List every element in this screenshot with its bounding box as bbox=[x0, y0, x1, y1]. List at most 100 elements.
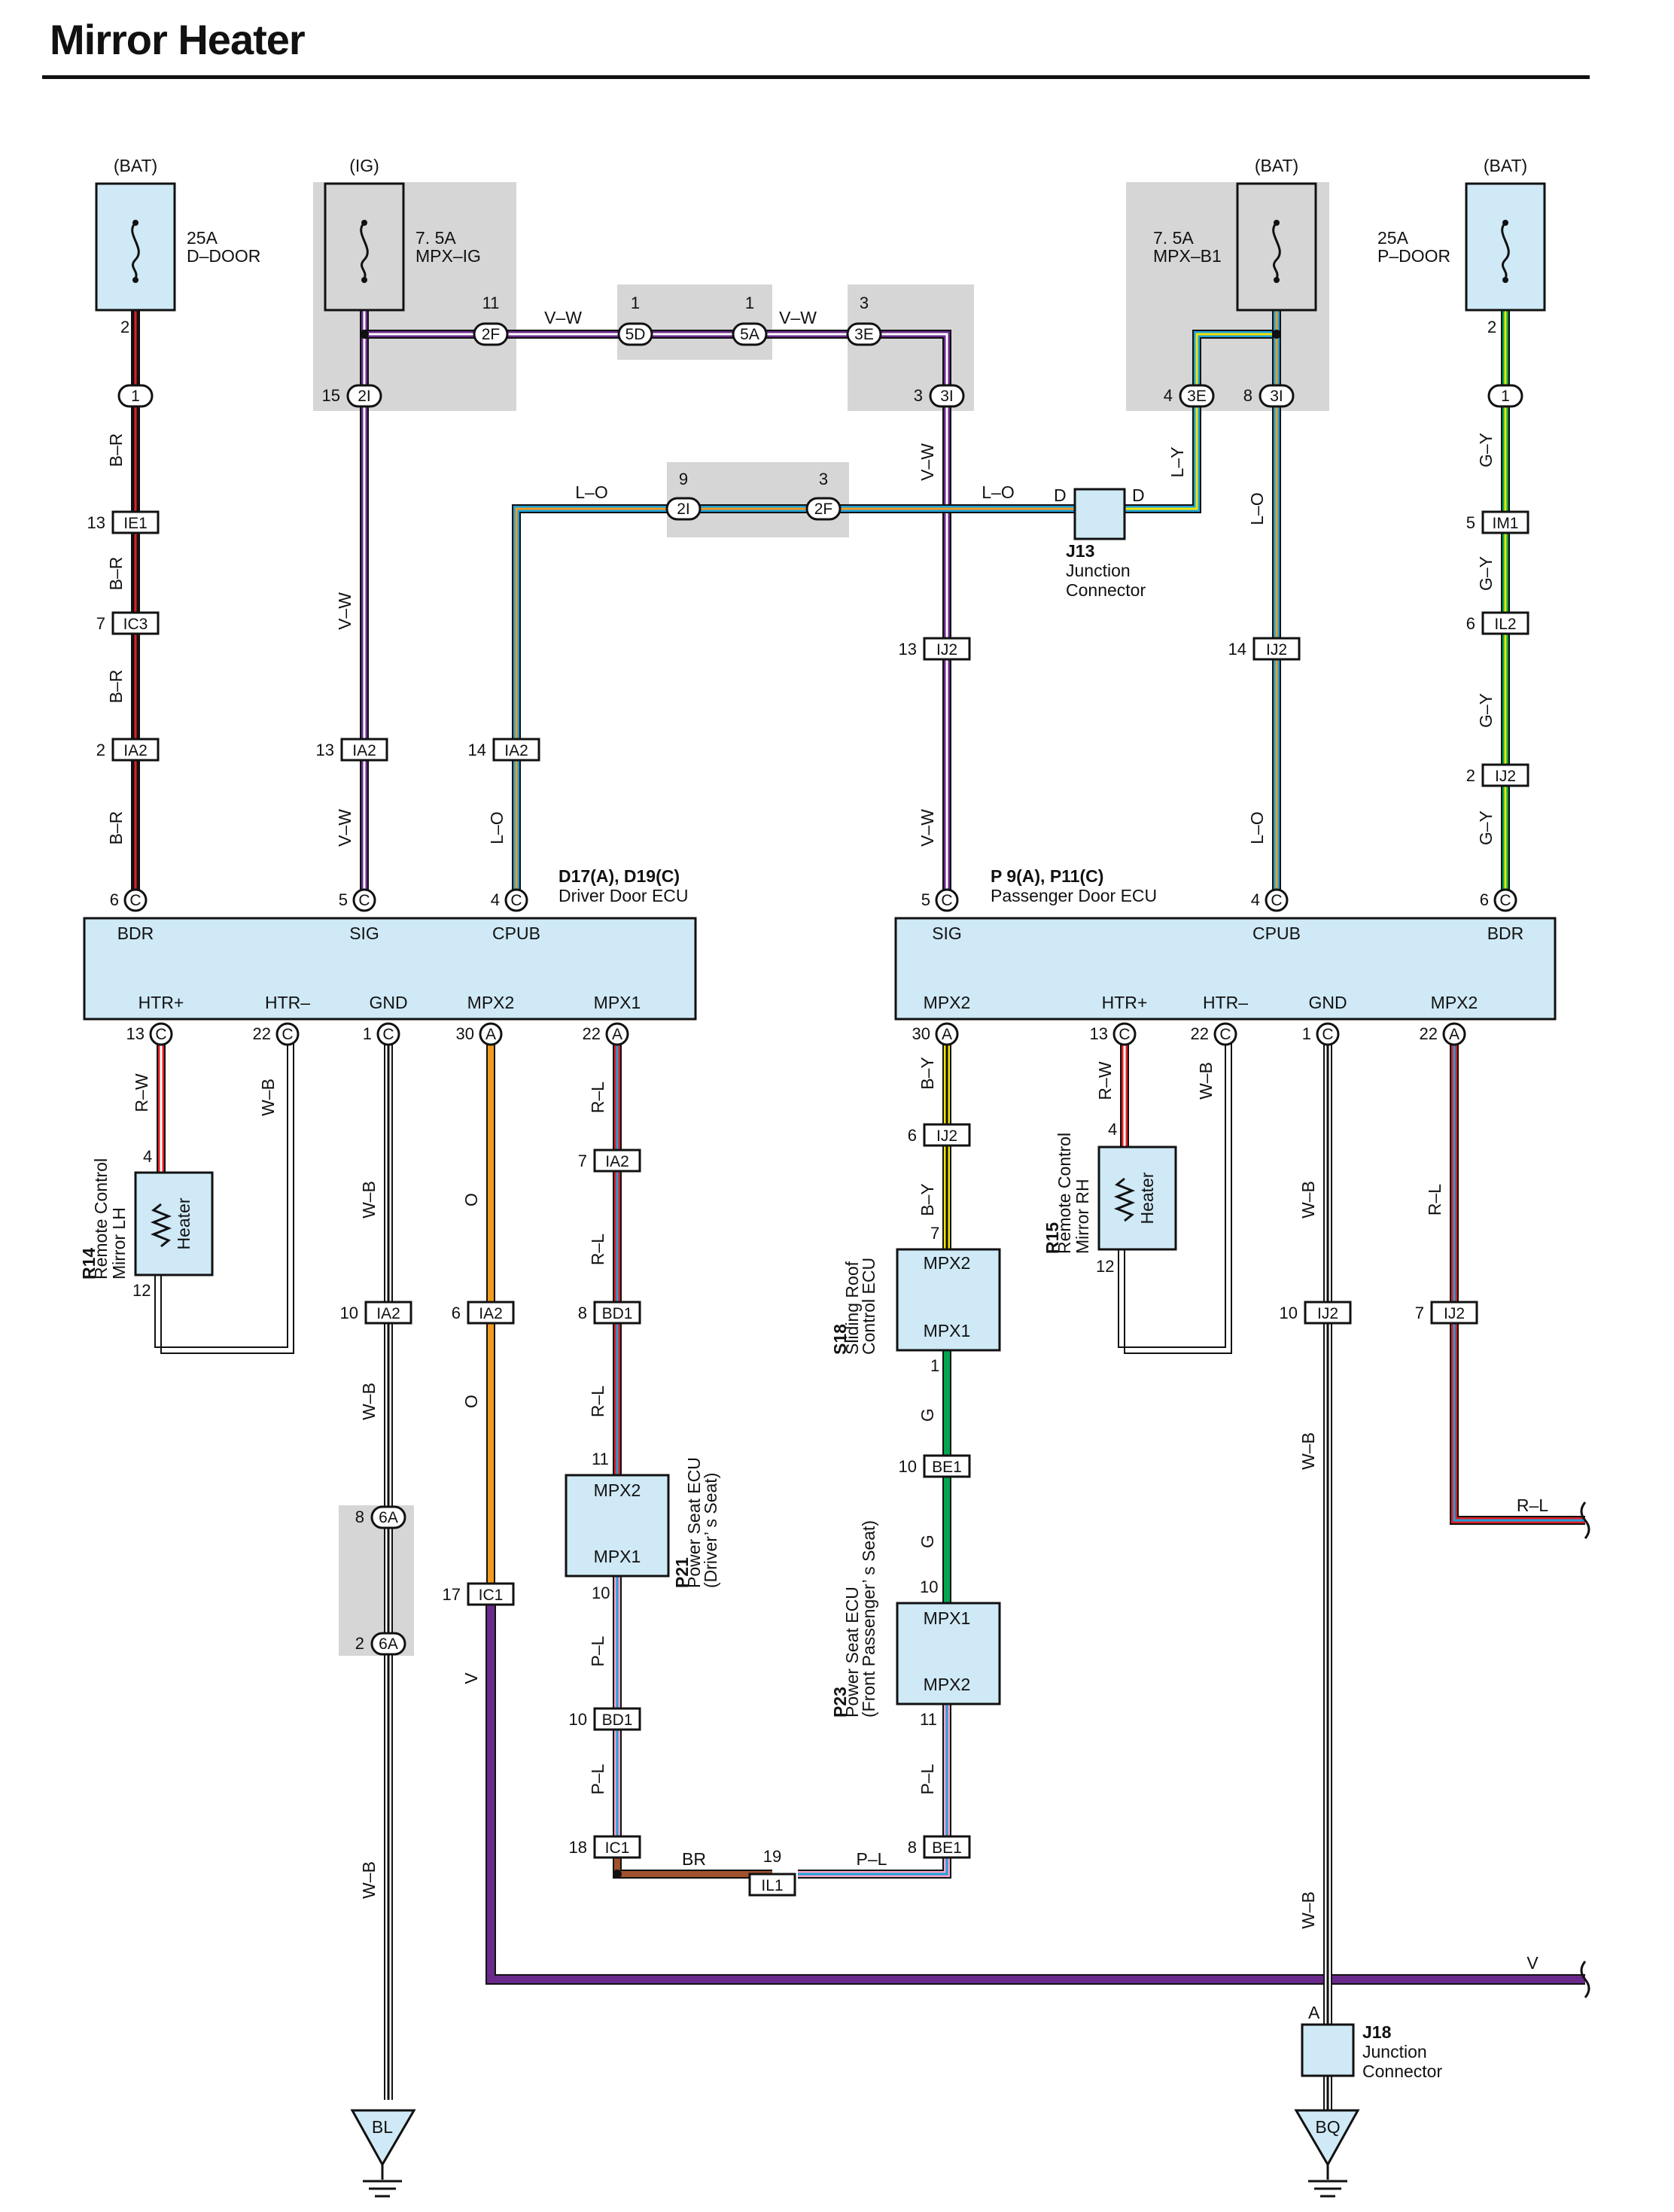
lbl-ly: L–Y bbox=[1167, 447, 1187, 478]
svg-text:D17(A), D19(C): D17(A), D19(C) bbox=[559, 866, 680, 886]
svg-text:30: 30 bbox=[456, 1024, 474, 1043]
lbl-lo-2: L–O bbox=[982, 482, 1014, 502]
svg-text:C: C bbox=[282, 1026, 293, 1043]
svg-text:1: 1 bbox=[745, 294, 754, 312]
wire-v-w-cross bbox=[364, 330, 951, 900]
lbl-wb-8: W–B bbox=[1298, 1891, 1318, 1929]
conn-ij2-gy: IJ2 2 bbox=[1466, 763, 1529, 787]
svg-text:Remote Control: Remote Control bbox=[1055, 1133, 1074, 1254]
svg-text:Mirror RH: Mirror RH bbox=[1073, 1179, 1092, 1254]
svg-text:2: 2 bbox=[1466, 766, 1475, 785]
svg-text:IC1: IC1 bbox=[605, 1839, 630, 1857]
pin-sig-d: C5 bbox=[339, 888, 376, 912]
svg-text:BQ: BQ bbox=[1315, 2117, 1340, 2137]
pin-htrp-d: C13 bbox=[126, 1022, 173, 1046]
wire-r-l-passenger bbox=[1450, 1034, 1585, 1525]
fuse-mpx-ig: (IG) 7. 5A MPX–IG bbox=[324, 156, 481, 312]
lbl-rw-2: R–W bbox=[1095, 1061, 1115, 1100]
svg-text:5A: 5A bbox=[740, 326, 759, 343]
wire-v bbox=[485, 1594, 1585, 1985]
svg-text:1: 1 bbox=[631, 294, 640, 312]
wire-w-b-rh bbox=[1118, 1034, 1226, 1348]
svg-text:8: 8 bbox=[908, 1838, 917, 1857]
svg-text:MPX2: MPX2 bbox=[924, 1675, 971, 1694]
svg-text:MPX1: MPX1 bbox=[594, 993, 641, 1012]
pin-htrm-d: C22 bbox=[253, 1022, 300, 1046]
svg-text:22: 22 bbox=[1191, 1024, 1209, 1043]
svg-text:10: 10 bbox=[1280, 1304, 1298, 1322]
svg-text:11: 11 bbox=[482, 294, 500, 312]
svg-text:D: D bbox=[1054, 485, 1067, 505]
pin-bdr-p: C6 bbox=[1480, 888, 1517, 912]
svg-text:A: A bbox=[1308, 2003, 1320, 2022]
pin-cpub-p: C4 bbox=[1251, 888, 1289, 912]
svg-text:6A: 6A bbox=[379, 1509, 398, 1526]
svg-text:(IG): (IG) bbox=[349, 156, 379, 175]
svg-text:4: 4 bbox=[1108, 1120, 1117, 1139]
svg-text:HTR–: HTR– bbox=[265, 993, 310, 1012]
svg-text:BDR: BDR bbox=[1487, 923, 1524, 943]
lbl-wb-2: W–B bbox=[359, 1181, 379, 1219]
lbl-wb-1: W–B bbox=[258, 1079, 278, 1116]
lbl-wb-6: W–B bbox=[1298, 1181, 1318, 1219]
svg-text:8: 8 bbox=[355, 1508, 364, 1526]
lbl-o-1: O bbox=[461, 1193, 481, 1206]
lbl-br-1: B–R bbox=[106, 434, 126, 467]
svg-text:BD1: BD1 bbox=[602, 1711, 633, 1729]
lbl-v-1: V bbox=[461, 1672, 481, 1684]
svg-text:2: 2 bbox=[120, 318, 129, 336]
svg-text:22: 22 bbox=[583, 1024, 601, 1043]
svg-text:HTR+: HTR+ bbox=[138, 993, 184, 1012]
svg-text:C: C bbox=[1119, 1026, 1130, 1043]
svg-text:13: 13 bbox=[1090, 1024, 1108, 1043]
svg-text:IJ2: IJ2 bbox=[1495, 768, 1516, 785]
svg-text:C: C bbox=[510, 892, 522, 909]
lbl-br-3: B–R bbox=[106, 670, 126, 704]
conn-3e-b: 3E4 bbox=[1164, 384, 1215, 408]
lbl-lo-4: L–O bbox=[1247, 492, 1267, 525]
svg-text:MPX–IG: MPX–IG bbox=[415, 246, 481, 266]
conn-bd1-pl: BD1 10 bbox=[569, 1707, 641, 1731]
svg-text:Heater: Heater bbox=[1137, 1172, 1157, 1224]
gray-panels bbox=[313, 182, 1329, 1656]
svg-text:C: C bbox=[941, 892, 952, 909]
svg-text:11: 11 bbox=[920, 1710, 937, 1729]
svg-text:Mirror LH: Mirror LH bbox=[109, 1207, 129, 1279]
lbl-vw-2: V–W bbox=[335, 809, 355, 847]
lbl-gy-4: G–Y bbox=[1476, 811, 1496, 845]
pin-mpx2-p: A30 bbox=[912, 1022, 959, 1046]
svg-text:(BAT): (BAT) bbox=[1255, 156, 1298, 175]
svg-text:5: 5 bbox=[1466, 513, 1475, 532]
svg-text:25A: 25A bbox=[1377, 228, 1409, 248]
svg-text:4: 4 bbox=[143, 1147, 152, 1166]
svg-text:GND: GND bbox=[369, 993, 407, 1012]
svg-text:18: 18 bbox=[569, 1838, 587, 1857]
svg-text:10: 10 bbox=[569, 1710, 587, 1729]
svg-text:25A: 25A bbox=[187, 228, 218, 248]
svg-text:IC3: IC3 bbox=[123, 616, 148, 633]
svg-text:IJ2: IJ2 bbox=[1266, 641, 1287, 659]
conn-il1: IL1 bbox=[748, 1873, 796, 1897]
svg-text:1: 1 bbox=[930, 1356, 939, 1375]
svg-text:9: 9 bbox=[679, 470, 688, 488]
passenger-door-ecu: P 9(A), P11(C) Passenger Door ECU SIG CP… bbox=[894, 866, 1557, 1021]
svg-text:(Front Passenger’ s Seat): (Front Passenger’ s Seat) bbox=[859, 1520, 878, 1718]
lbl-rw-1: R–W bbox=[132, 1073, 151, 1112]
svg-text:IE1: IE1 bbox=[123, 515, 148, 532]
svg-text:J13: J13 bbox=[1066, 541, 1094, 561]
svg-text:30: 30 bbox=[912, 1024, 930, 1043]
pin-gnd-p: C1 bbox=[1302, 1022, 1340, 1046]
svg-text:2: 2 bbox=[96, 741, 105, 759]
pin-gnd-d: C1 bbox=[363, 1022, 400, 1046]
lbl-by-2: B–Y bbox=[918, 1183, 937, 1216]
lbl-rl-1: R–L bbox=[588, 1082, 607, 1113]
conn-5d: 5D bbox=[617, 322, 653, 346]
conn-5a: 5A bbox=[732, 322, 768, 346]
svg-text:IJ2: IJ2 bbox=[1317, 1305, 1338, 1322]
